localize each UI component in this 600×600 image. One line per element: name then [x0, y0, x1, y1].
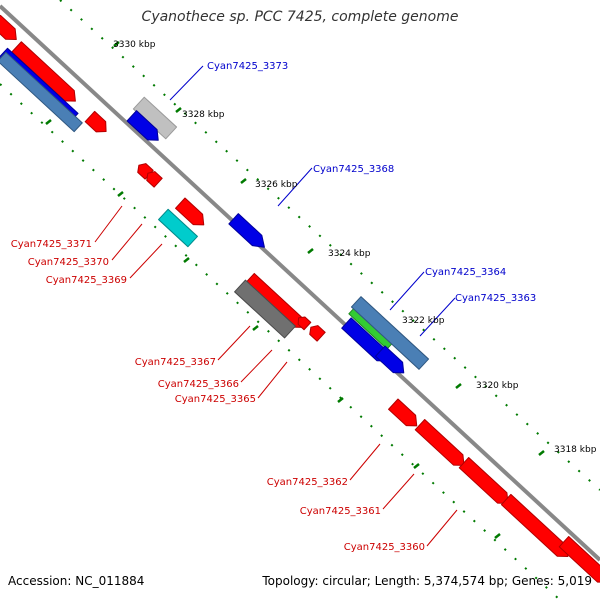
- leader-3370: [111, 223, 143, 261]
- ruler-label-3320: 3320 kbp: [476, 381, 519, 391]
- leader-3368: [277, 167, 313, 207]
- gene-3365[interactable]: [307, 323, 326, 342]
- gene-blue-3373-neighbor[interactable]: [126, 110, 163, 146]
- inner-tick-3: [183, 257, 190, 263]
- gene-3366[interactable]: [295, 314, 312, 331]
- gene-label-3371[interactable]: Cyan7425_3371: [11, 239, 92, 250]
- gene-red-3369-neighbor[interactable]: [174, 197, 208, 230]
- inner-tick-5: [337, 397, 344, 403]
- leader-3361: [382, 473, 415, 510]
- gene-3370[interactable]: [144, 169, 163, 188]
- leader-3360: [426, 509, 458, 547]
- near-backbone-genes: [0, 14, 408, 378]
- tick-3326: [240, 178, 247, 184]
- gene-3368[interactable]: [228, 213, 269, 253]
- leader-3364: [389, 271, 425, 311]
- leader-3373: [169, 65, 204, 101]
- leader-3365: [257, 361, 288, 399]
- gene-left-red-top[interactable]: [0, 14, 21, 44]
- gene-label-3360[interactable]: Cyan7425_3360: [344, 542, 425, 553]
- tick-3328: [175, 107, 182, 113]
- gene-left-steel-long[interactable]: [0, 51, 83, 133]
- ruler-label-3318: 3318 kbp: [554, 445, 597, 455]
- gene-3363[interactable]: [350, 296, 430, 370]
- map-title: Cyanothece sp. PCC 7425, complete genome: [141, 9, 459, 25]
- accession-label: Accession: NC_011884: [8, 574, 145, 588]
- reverse-genes: [135, 161, 600, 588]
- gene-3367[interactable]: [234, 279, 296, 339]
- ruler-label-3328: 3328 kbp: [182, 110, 225, 120]
- inner-tick-7: [494, 533, 501, 539]
- gene-3371[interactable]: [135, 161, 154, 180]
- ruler-label-3326: 3326 kbp: [255, 180, 298, 190]
- tick-3318: [538, 450, 545, 456]
- outer-tick-track: [59, 0, 600, 491]
- reverse-gene-labels: Cyan7425_3371 Cyan7425_3370 Cyan7425_336…: [11, 239, 425, 553]
- inner-tick-track: [0, 83, 561, 600]
- gene-red-edge[interactable]: [558, 536, 600, 588]
- forward-gene-labels: Cyan7425_3373 Cyan7425_3368 Cyan7425_336…: [207, 61, 536, 304]
- tick-3320: [455, 383, 462, 389]
- gene-label-3365[interactable]: Cyan7425_3365: [175, 394, 256, 405]
- leader-3367: [217, 325, 251, 361]
- ruler-label-3324: 3324 kbp: [328, 249, 371, 259]
- gene-label-3362[interactable]: Cyan7425_3362: [267, 477, 348, 488]
- gene-3360[interactable]: [500, 493, 572, 561]
- tick-3330: [113, 41, 120, 47]
- gene-left-red-long[interactable]: [11, 41, 80, 107]
- gene-3362[interactable]: [387, 398, 421, 431]
- gene-label-3364[interactable]: Cyan7425_3364: [425, 267, 506, 278]
- gene-red-mid[interactable]: [414, 419, 469, 471]
- label-leaders: [94, 65, 458, 547]
- gene-label-3368[interactable]: Cyan7425_3368: [313, 164, 394, 175]
- inner-tick-4: [252, 325, 259, 331]
- inner-tick-6: [413, 463, 420, 469]
- gene-red-small-a[interactable]: [84, 110, 111, 136]
- genome-summary-label: Topology: circular; Length: 5,374,574 bp…: [262, 574, 592, 588]
- leader-3371: [94, 205, 123, 243]
- inner-tick-2: [117, 191, 124, 197]
- gene-label-3373[interactable]: Cyan7425_3373: [207, 61, 288, 72]
- gene-label-3363[interactable]: Cyan7425_3363: [455, 293, 536, 304]
- ruler-label-3330: 3330 kbp: [113, 40, 156, 50]
- gene-blue-small[interactable]: [374, 345, 408, 378]
- ruler-label-3322: 3322 kbp: [402, 316, 445, 326]
- inner-tick-1: [45, 119, 52, 125]
- gene-3369[interactable]: [158, 208, 198, 248]
- genome-backbone: [0, 4, 600, 562]
- forward-genes: [132, 96, 430, 370]
- ruler-labels: 3330 kbp 3328 kbp 3326 kbp 3324 kbp 3322…: [113, 40, 597, 455]
- leader-3369: [129, 243, 163, 279]
- tick-3324: [307, 248, 314, 254]
- gene-label-3369[interactable]: Cyan7425_3369: [46, 275, 127, 286]
- leader-3362: [349, 443, 381, 481]
- gene-label-3366[interactable]: Cyan7425_3366: [158, 379, 239, 390]
- gene-label-3370[interactable]: Cyan7425_3370: [28, 257, 109, 268]
- leader-3363: [419, 297, 456, 337]
- leader-3366: [240, 349, 273, 383]
- gene-label-3367[interactable]: Cyan7425_3367: [135, 357, 216, 368]
- gene-label-3361[interactable]: Cyan7425_3361: [300, 506, 381, 517]
